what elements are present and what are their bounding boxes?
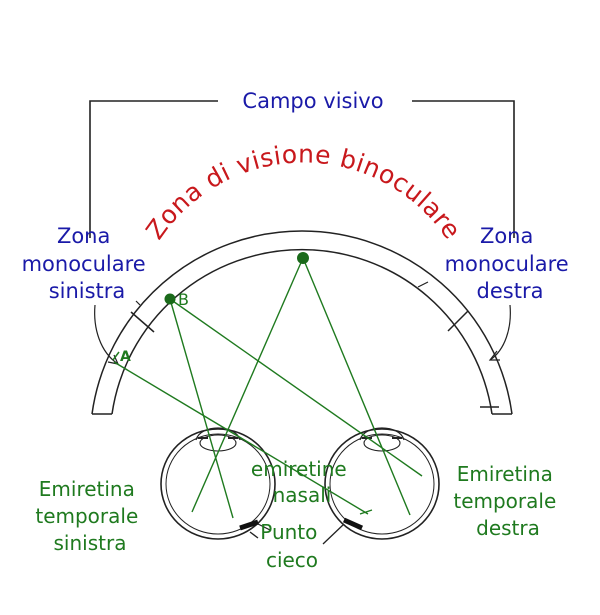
visual-field-inner-arc: [111, 248, 493, 415]
visual-field-outer-arc: [91, 230, 513, 415]
nasal-hemiretinas-label: emiretine nasali: [251, 457, 353, 507]
monocular-right-arrow: [489, 304, 511, 361]
nasal-line1: emiretine: [251, 457, 347, 481]
left-eyeball-outer: [160, 428, 276, 540]
point-b-marker: [164, 293, 176, 305]
temporal-right-line1: Emiretina: [457, 462, 553, 486]
monocular-right-line3: destra: [477, 279, 544, 303]
left-eyeball-inner: [165, 433, 271, 535]
monocular-right-line1: Zona: [480, 224, 533, 248]
blind-spot-line1: Punto: [260, 520, 317, 544]
left-blind-spot-mark: [239, 519, 259, 531]
blind-spot-pointer-right: [322, 523, 345, 545]
blind-spot-label: Punto cieco: [260, 520, 324, 572]
binocular-zone-label: Zona di visione binoculare: [140, 139, 466, 244]
right-cornea: [359, 427, 405, 441]
monocular-left-label: Zona monoculare sinistra: [22, 224, 153, 303]
monocular-left-line2: monoculare: [22, 252, 146, 276]
monocular-left-line3: sinistra: [49, 279, 126, 303]
binocular-right-boundary: [447, 310, 469, 332]
temporal-left-line2: temporale: [35, 504, 138, 528]
right-eyeball-outer: [324, 428, 440, 540]
ray-a-to-right-eye: [113, 361, 369, 515]
ray-top-to-left-eye: [191, 257, 304, 513]
visual-field-bracket: [89, 100, 515, 238]
right-blind-spot-mark: [342, 517, 364, 531]
monocular-left-arrow: [94, 304, 119, 365]
point-b-label: B: [178, 290, 189, 309]
point-top-marker: [297, 252, 309, 264]
temporal-right-line2: temporale: [453, 489, 556, 513]
ray-blind-spot-a: [359, 509, 373, 515]
right-eye: [324, 427, 440, 540]
ray-b-to-left-eye: [169, 298, 234, 519]
binocular-small-tick-left: [135, 300, 141, 306]
visual-field-title: Campo visivo: [242, 89, 383, 113]
point-a-marker: [112, 351, 120, 361]
monocular-left-line1: Zona: [57, 224, 110, 248]
monocular-right-line2: monoculare: [445, 252, 569, 276]
binocular-zone-text: Zona di visione binoculare: [140, 139, 466, 244]
left-eye: [160, 427, 276, 540]
blind-spot-pointer-left: [249, 531, 259, 539]
blind-spot-line2: cieco: [266, 548, 318, 572]
nasal-line2: nasali: [273, 483, 332, 507]
temporal-left-line3: sinistra: [54, 531, 127, 555]
temporal-right-label: Emiretina temporale destra: [453, 462, 562, 540]
temporal-right-line3: destra: [476, 516, 540, 540]
binocular-small-tick-right: [417, 281, 429, 288]
left-optic-nerve: [257, 523, 271, 531]
binocular-left-boundary: [130, 311, 155, 333]
right-eyeball-inner: [329, 433, 435, 535]
ray-top-to-right-eye: [302, 257, 411, 516]
monocular-right-label: Zona monoculare destra: [445, 224, 576, 303]
temporal-left-line1: Emiretina: [39, 477, 135, 501]
right-lens: [363, 434, 401, 452]
temporal-left-label: Emiretina temporale sinistra: [35, 477, 144, 555]
ray-b-to-right-eye: [169, 298, 423, 477]
point-a-label: A: [120, 349, 131, 365]
